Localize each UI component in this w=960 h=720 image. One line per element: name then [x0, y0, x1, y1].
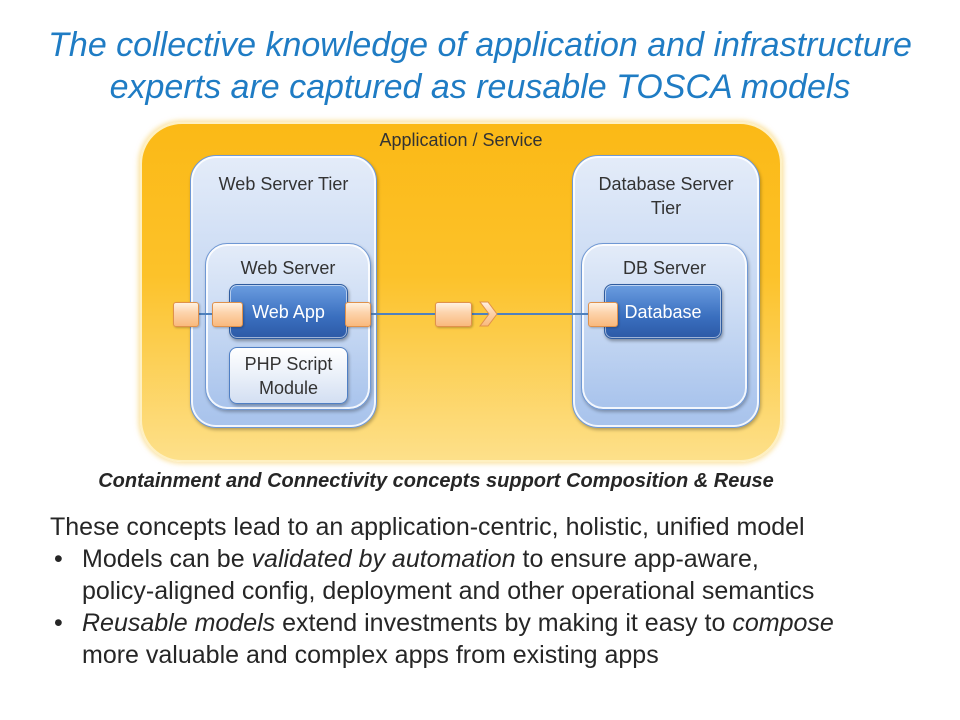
php-script-module-component: PHP Script Module — [229, 347, 348, 404]
connection-chevron-icon — [479, 301, 498, 327]
bullet-marker: • — [54, 609, 63, 637]
application-service-label: Application / Service — [379, 130, 543, 150]
bullet-1-text-part: policy-aligned config, deployment and ot… — [82, 577, 815, 605]
port-connection-midpoint — [435, 302, 472, 327]
bullet-1-line-2: policy-aligned config, deployment and ot… — [82, 575, 930, 607]
slide-title: The collective knowledge of application … — [0, 24, 960, 108]
database-component: Database — [604, 284, 722, 339]
port-web-app-left — [212, 302, 243, 327]
bullet-1-text-part: Models can be — [82, 545, 252, 573]
body-text: These concepts lead to an application-ce… — [50, 511, 930, 671]
bullet-2-emphasis: Reusable models — [82, 609, 276, 637]
bullet-2-line-2: more valuable and complex apps from exis… — [82, 639, 930, 671]
database-server-tier-label: Database Server Tier — [598, 174, 734, 218]
web-server-tier-label: Web Server Tier — [218, 174, 349, 194]
port-database-left — [588, 302, 618, 327]
bullet-item-1: • Models can be validated by automation … — [50, 543, 930, 607]
php-script-module-label: PHP Script Module — [244, 353, 333, 398]
bullet-2-emphasis: compose — [732, 609, 834, 637]
database-server-tier: Database Server Tier DB Server Database — [572, 155, 760, 428]
body-intro-text: These concepts lead to an application-ce… — [50, 513, 805, 541]
bullet-2-text-part: extend investments by making it easy to — [275, 609, 733, 637]
bullet-1-emphasis: validated by automation — [251, 545, 516, 573]
bullet-marker: • — [54, 545, 63, 573]
bullet-item-2: • Reusable models extend investments by … — [50, 607, 930, 671]
bullet-2-text-part: more valuable and complex apps from exis… — [82, 641, 659, 669]
web-server-label: Web Server — [240, 258, 336, 278]
port-web-app-right — [345, 302, 371, 327]
db-server-label: DB Server — [622, 258, 707, 278]
web-server-node: Web Server Web App PHP Script Module — [205, 243, 371, 410]
title-line-1: The collective knowledge of application … — [48, 26, 912, 64]
web-app-label: Web App — [252, 301, 325, 322]
diagram-caption: Containment and Connectivity concepts su… — [98, 470, 774, 492]
bullet-1-text-part: to ensure app-aware, — [515, 545, 759, 573]
application-service-container: Application / Service Web Server Tier We… — [140, 122, 782, 462]
bullet-1-line-1: Models can be validated by automation to… — [82, 543, 930, 575]
web-app-component: Web App — [229, 284, 348, 339]
bullet-2-line-1: Reusable models extend investments by ma… — [82, 607, 930, 639]
title-line-2: experts are captured as reusable TOSCA m… — [109, 68, 851, 106]
web-server-tier: Web Server Tier Web Server Web App PHP S… — [190, 155, 377, 428]
database-label: Database — [624, 301, 702, 322]
port-web-tier-left — [173, 302, 199, 327]
